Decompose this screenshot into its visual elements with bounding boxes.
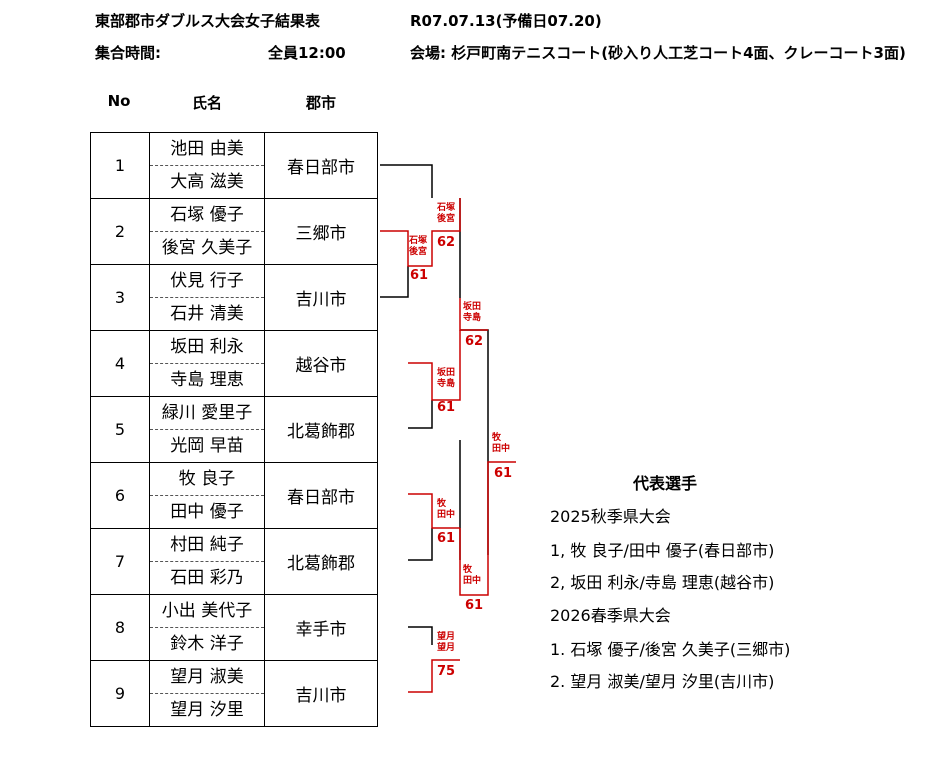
bracket-score-m5: 61: [437, 531, 456, 546]
rep-group-2-item-2: 2. 望月 淑美/望月 汐里(吉川市): [550, 672, 775, 691]
player-2-name: 寺島 理恵: [170, 370, 244, 390]
winner-name-2: 田中: [463, 576, 482, 586]
entry-city: 吉川市: [264, 660, 378, 727]
winner-name-1: 牧: [492, 433, 502, 443]
entry-players: 小出 美代子鈴木 洋子: [149, 594, 265, 661]
winner-name-1: 牧: [437, 499, 447, 509]
column-header-name: 氏名: [191, 94, 222, 112]
bracket-score-final: 61: [494, 466, 513, 481]
entry-no: 8: [90, 594, 150, 661]
bracket-score-m3: 61: [437, 400, 456, 415]
bracket-winner-m5: 牧田中: [437, 499, 455, 521]
bracket-winner-m3: 坂田寺島: [437, 368, 455, 390]
entry-city: 春日部市: [264, 462, 378, 529]
winner-name-2: 後宮: [409, 247, 428, 257]
player-1-name: 伏見 行子: [150, 265, 264, 298]
player-2-name: 大高 滋美: [170, 172, 244, 192]
player-2-name: 光岡 早苗: [170, 436, 244, 456]
entry-city: 三郷市: [264, 198, 378, 265]
document-title: 東部郡市ダブルス大会女子結果表: [95, 12, 321, 30]
winner-name-2: 田中: [492, 444, 511, 454]
bracket-winner-m6: 望月望月: [437, 632, 455, 654]
player-2-name: 鈴木 洋子: [170, 634, 244, 654]
rep-group-2-item-1: 1. 石塚 優子/後宮 久美子(三郷市): [550, 640, 791, 659]
event-date: R07.07.13(予備日07.20): [410, 12, 602, 30]
player-1-name: 緑川 愛里子: [150, 397, 264, 430]
bracket-score-m6: 75: [437, 664, 456, 679]
assembly-time-label: 集合時間:: [95, 44, 161, 62]
rep-group-1: 2025秋季県大会: [550, 507, 671, 526]
winner-name-2: 寺島: [463, 313, 482, 323]
assembly-time-value: 全員12:00: [268, 44, 346, 62]
bracket-score-m2: 62: [437, 235, 456, 250]
player-1-name: 坂田 利永: [150, 331, 264, 364]
entry-city: 北葛飾郡: [264, 528, 378, 595]
player-2-name: 石田 彩乃: [170, 568, 244, 588]
bracket-lines-red: [380, 198, 516, 693]
bracket-score-m1: 61: [410, 268, 429, 283]
winner-name-1: 牧: [463, 565, 473, 575]
entry-players: 緑川 愛里子光岡 早苗: [149, 396, 265, 463]
player-2-name: 石井 清美: [170, 304, 244, 324]
winner-name-2: 後宮: [437, 214, 456, 224]
bracket-winner-m2: 石塚後宮: [437, 203, 455, 225]
representatives-title: 代表選手: [633, 474, 698, 493]
column-header-city: 郡市: [305, 94, 336, 112]
player-2-name: 後宮 久美子: [161, 238, 253, 258]
bracket-winner-m7: 牧田中: [463, 565, 481, 587]
bracket-score-m4: 62: [465, 334, 484, 349]
player-1-name: 石塚 優子: [150, 199, 264, 232]
winner-name-1: 石塚: [437, 203, 456, 213]
player-1-name: 小出 美代子: [150, 595, 264, 628]
venue: 会場: 杉戸町南テニスコート(砂入り人工芝コート4面、クレーコート3面): [410, 44, 906, 62]
winner-name-1: 坂田: [437, 368, 456, 378]
entry-city: 越谷市: [264, 330, 378, 397]
entry-city: 北葛飾郡: [264, 396, 378, 463]
entry-city: 幸手市: [264, 594, 378, 661]
player-2-name: 望月 汐里: [170, 700, 244, 720]
bracket-winner-m4: 坂田寺島: [463, 302, 481, 324]
player-1-name: 望月 淑美: [150, 661, 264, 694]
rep-group-1-item-1: 1, 牧 良子/田中 優子(春日部市): [550, 541, 775, 560]
rep-group-2: 2026春季県大会: [550, 606, 671, 625]
entry-city: 春日部市: [264, 132, 378, 199]
winner-name-2: 寺島: [437, 379, 456, 389]
entry-players: 伏見 行子石井 清美: [149, 264, 265, 331]
player-2-name: 田中 優子: [170, 502, 244, 522]
entry-no: 6: [90, 462, 150, 529]
entry-players: 池田 由美大高 滋美: [149, 132, 265, 199]
winner-name-1: 石塚: [409, 236, 428, 246]
entry-players: 牧 良子田中 優子: [149, 462, 265, 529]
player-1-name: 村田 純子: [150, 529, 264, 562]
entry-no: 7: [90, 528, 150, 595]
rep-group-1-item-2: 2, 坂田 利永/寺島 理恵(越谷市): [550, 573, 775, 592]
winner-name-2: 田中: [437, 510, 456, 520]
winner-name-2: 望月: [437, 643, 456, 653]
bracket-winner-final: 牧田中: [492, 433, 510, 455]
entry-players: 村田 純子石田 彩乃: [149, 528, 265, 595]
entry-players: 望月 淑美望月 汐里: [149, 660, 265, 727]
column-header-no: No: [107, 92, 131, 110]
bracket-winner-m1: 石塚後宮: [409, 236, 427, 258]
winner-name-1: 坂田: [463, 302, 482, 312]
player-1-name: 牧 良子: [150, 463, 264, 496]
player-1-name: 池田 由美: [150, 133, 264, 166]
winner-name-1: 望月: [437, 632, 456, 642]
bracket-score-m7: 61: [465, 598, 484, 613]
entry-no: 3: [90, 264, 150, 331]
entry-players: 石塚 優子後宮 久美子: [149, 198, 265, 265]
